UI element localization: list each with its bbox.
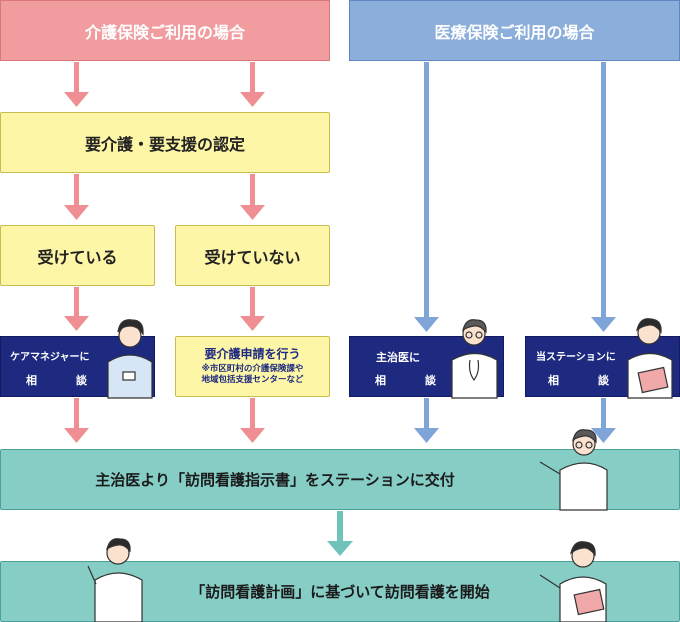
apply-certification-note-line1: ※市区町村の介護保険課や	[201, 364, 304, 374]
doctor-figure-icon	[451, 319, 498, 399]
doctor-pointing-figure-icon	[539, 429, 608, 511]
not-certified-label: 受けていない	[204, 247, 301, 267]
nurse-figure-icon	[627, 318, 673, 399]
certified-box: 受けている	[0, 225, 155, 286]
arrow-header-to-station	[591, 62, 616, 332]
medical-insurance-header-label: 医療保険ご利用の場合	[434, 22, 595, 42]
care-insurance-header: 介護保険ご利用の場合	[0, 0, 330, 61]
care-manager-figure-icon	[107, 319, 153, 399]
care-manager-consult-line2: 相 談	[26, 374, 101, 387]
station-consult-line2: 相 談	[548, 374, 623, 387]
arrow-station-to-instruction	[591, 398, 616, 443]
arrow-instruction-to-start	[327, 511, 353, 556]
station-consult-line1: 当ステーションに	[536, 352, 616, 363]
arrow-header-to-doctor	[414, 62, 439, 332]
nurse-pointing-figure-icon	[539, 541, 607, 622]
arrow-care-manager-to-instruction	[64, 398, 89, 443]
arrow-not-certified-to-apply	[240, 287, 265, 331]
care-manager-consult-line1: ケアマネジャーに	[10, 352, 90, 363]
arrow-cert-to-certified	[64, 174, 89, 220]
certified-label: 受けている	[37, 247, 118, 267]
arrow-doctor-to-instruction	[414, 398, 439, 443]
care-certification-label: 要介護・要支援の認定	[84, 134, 245, 154]
blue-arrows	[414, 62, 616, 443]
arrow-header-to-cert-left	[64, 62, 89, 107]
arrow-cert-to-not-certified	[240, 174, 265, 220]
care-insurance-header-label: 介護保険ご利用の場合	[84, 22, 245, 42]
instruction-issued-label: 主治医より「訪問看護指示書」をステーションに交付	[95, 471, 455, 489]
start-nursing-label: 「訪問看護計画」に基づいて訪問看護を開始	[190, 583, 490, 601]
apply-certification-box: 要介護申請を行う ※市区町村の介護保険課や 地域包括支援センターなど	[175, 336, 330, 397]
arrow-header-to-cert-right	[240, 62, 265, 107]
arrow-apply-to-instruction	[240, 398, 265, 443]
not-certified-box: 受けていない	[175, 225, 330, 286]
doctor-consult-line2: 相 談	[375, 374, 450, 387]
arrow-certified-to-care-manager	[64, 287, 89, 331]
nurse-waving-figure-icon	[87, 538, 143, 622]
apply-certification-title: 要介護申請を行う	[204, 347, 301, 361]
medical-insurance-header: 医療保険ご利用の場合	[349, 0, 680, 61]
apply-certification-note-line2: 地域包括支援センターなど	[201, 375, 304, 386]
doctor-consult-line1: 主治医に	[376, 351, 420, 364]
pink-arrows	[64, 62, 265, 443]
care-certification-box: 要介護・要支援の認定	[0, 112, 330, 173]
